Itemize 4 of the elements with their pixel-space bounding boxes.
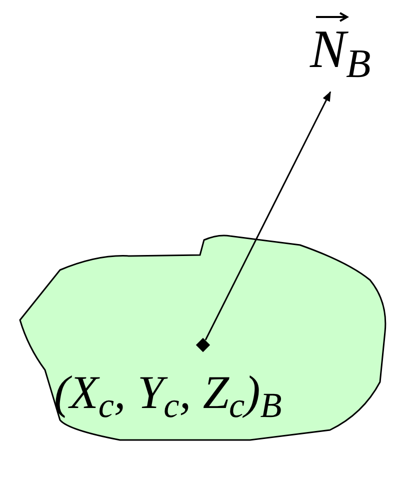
coordinate-label: (X$_{c}$, Y$_{c}$, Z$_{c}$)$_{B}$ bbox=[54, 370, 282, 417]
region-blob bbox=[18, 232, 388, 444]
arrow bbox=[204, 91, 332, 340]
vector-label: N$_{B}$ bbox=[310, 22, 371, 76]
